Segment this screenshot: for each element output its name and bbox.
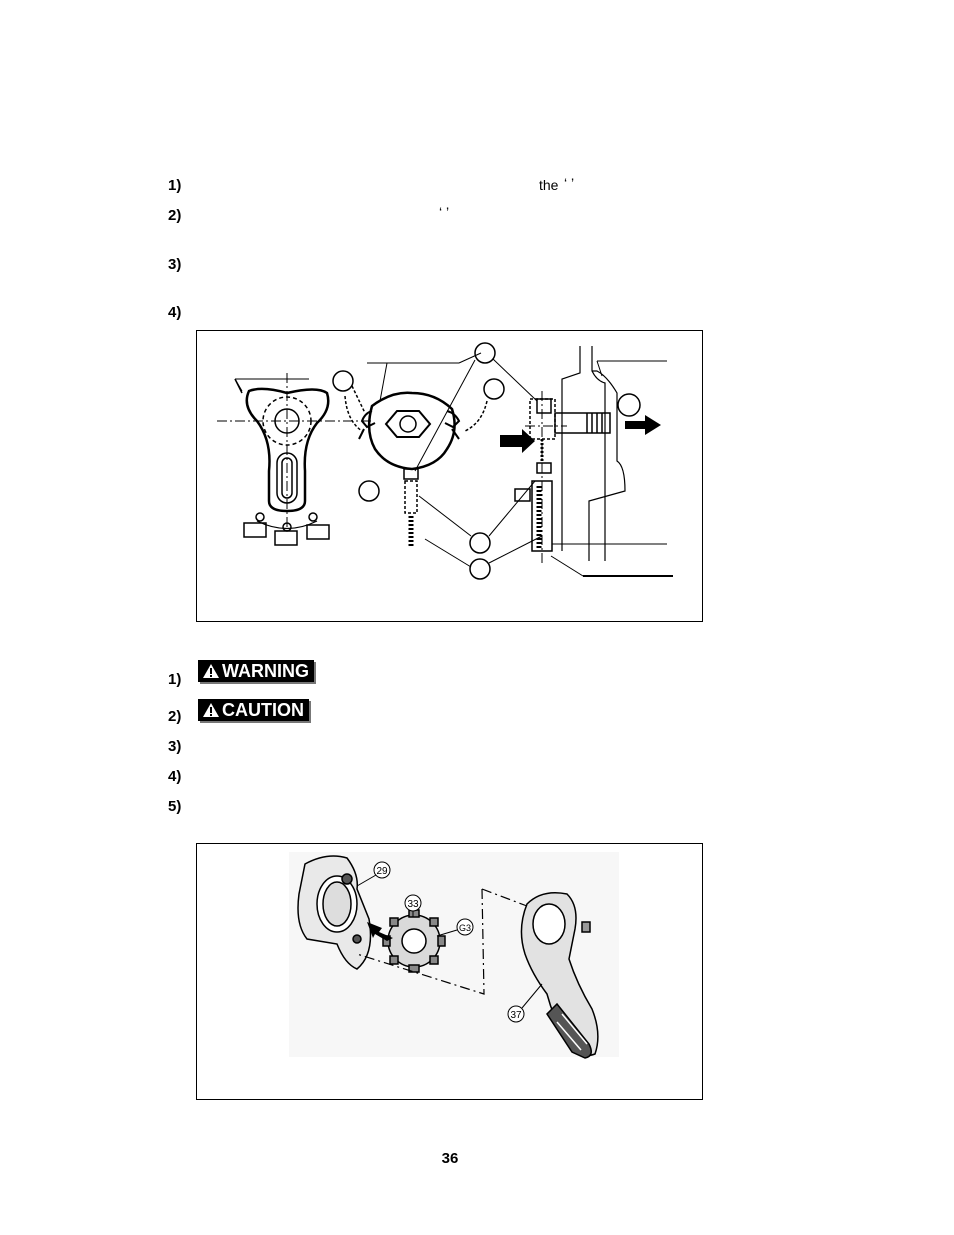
figure-exploded-parts: 29 33 G3 37: [196, 843, 703, 1100]
warning-step-number-2: 2): [168, 708, 182, 725]
step-number-b3: 3): [168, 738, 182, 755]
yoke-outline: [245, 387, 330, 513]
callout-33: 33: [407, 899, 419, 910]
exploded-parts-drawing: 29 33 G3 37: [289, 852, 619, 1059]
step-number-3: 3): [168, 256, 182, 273]
step-2-quote-marks: ‘ ’: [439, 204, 450, 220]
warning-label: WARNING: [222, 661, 309, 681]
assembly-arrow-icon: [367, 922, 393, 941]
caution-badge: CAUTION: [198, 699, 309, 721]
step-number-2: 2): [168, 207, 182, 224]
switch-box-right: [306, 524, 330, 540]
nut-body-outline: [367, 391, 456, 471]
callout-29: 29: [376, 866, 388, 877]
callout-37: 37: [510, 1010, 522, 1021]
callout-circle-g: [617, 393, 641, 417]
callout-circle-f: [469, 558, 491, 580]
switch-box-left: [243, 522, 267, 538]
caution-label: CAUTION: [222, 700, 304, 720]
nut-left-ear: [360, 410, 376, 429]
step-number-1: 1): [168, 177, 182, 194]
callout-circle-c: [483, 378, 505, 400]
callout-circle-b: [474, 342, 496, 364]
housing-outline: [561, 346, 626, 561]
caution-triangle-icon: [202, 701, 220, 723]
step-1-text-the: the: [539, 177, 559, 193]
callout-circle-e: [469, 532, 491, 554]
callout-circle-a: [332, 370, 354, 392]
step-number-4: 4): [168, 304, 182, 321]
step-1-quote-marks: ‘ ’: [564, 175, 575, 191]
nut-right-ear: [444, 410, 461, 429]
warning-triangle-icon: [202, 662, 220, 684]
switch-box-center: [274, 530, 298, 546]
page-number: 36: [441, 1150, 459, 1167]
grip-part: [546, 1002, 592, 1059]
figure-adjustment-diagram: [196, 330, 703, 622]
warning-step-number-1: 1): [168, 671, 182, 688]
callout-circle-d: [358, 480, 380, 502]
shaft: [554, 412, 611, 434]
step-number-b4: 4): [168, 768, 182, 785]
hex-nut: [384, 410, 432, 438]
adjusting-bolt: [404, 480, 418, 514]
adjustment-diagram-drawing: [217, 342, 673, 580]
callout-g3: G3: [459, 923, 471, 933]
screw-part: [581, 921, 591, 933]
pull-arrow-icon: [625, 415, 661, 435]
warning-badge: WARNING: [198, 660, 314, 682]
push-arrow-icon: [500, 429, 535, 453]
step-number-b5: 5): [168, 798, 182, 815]
